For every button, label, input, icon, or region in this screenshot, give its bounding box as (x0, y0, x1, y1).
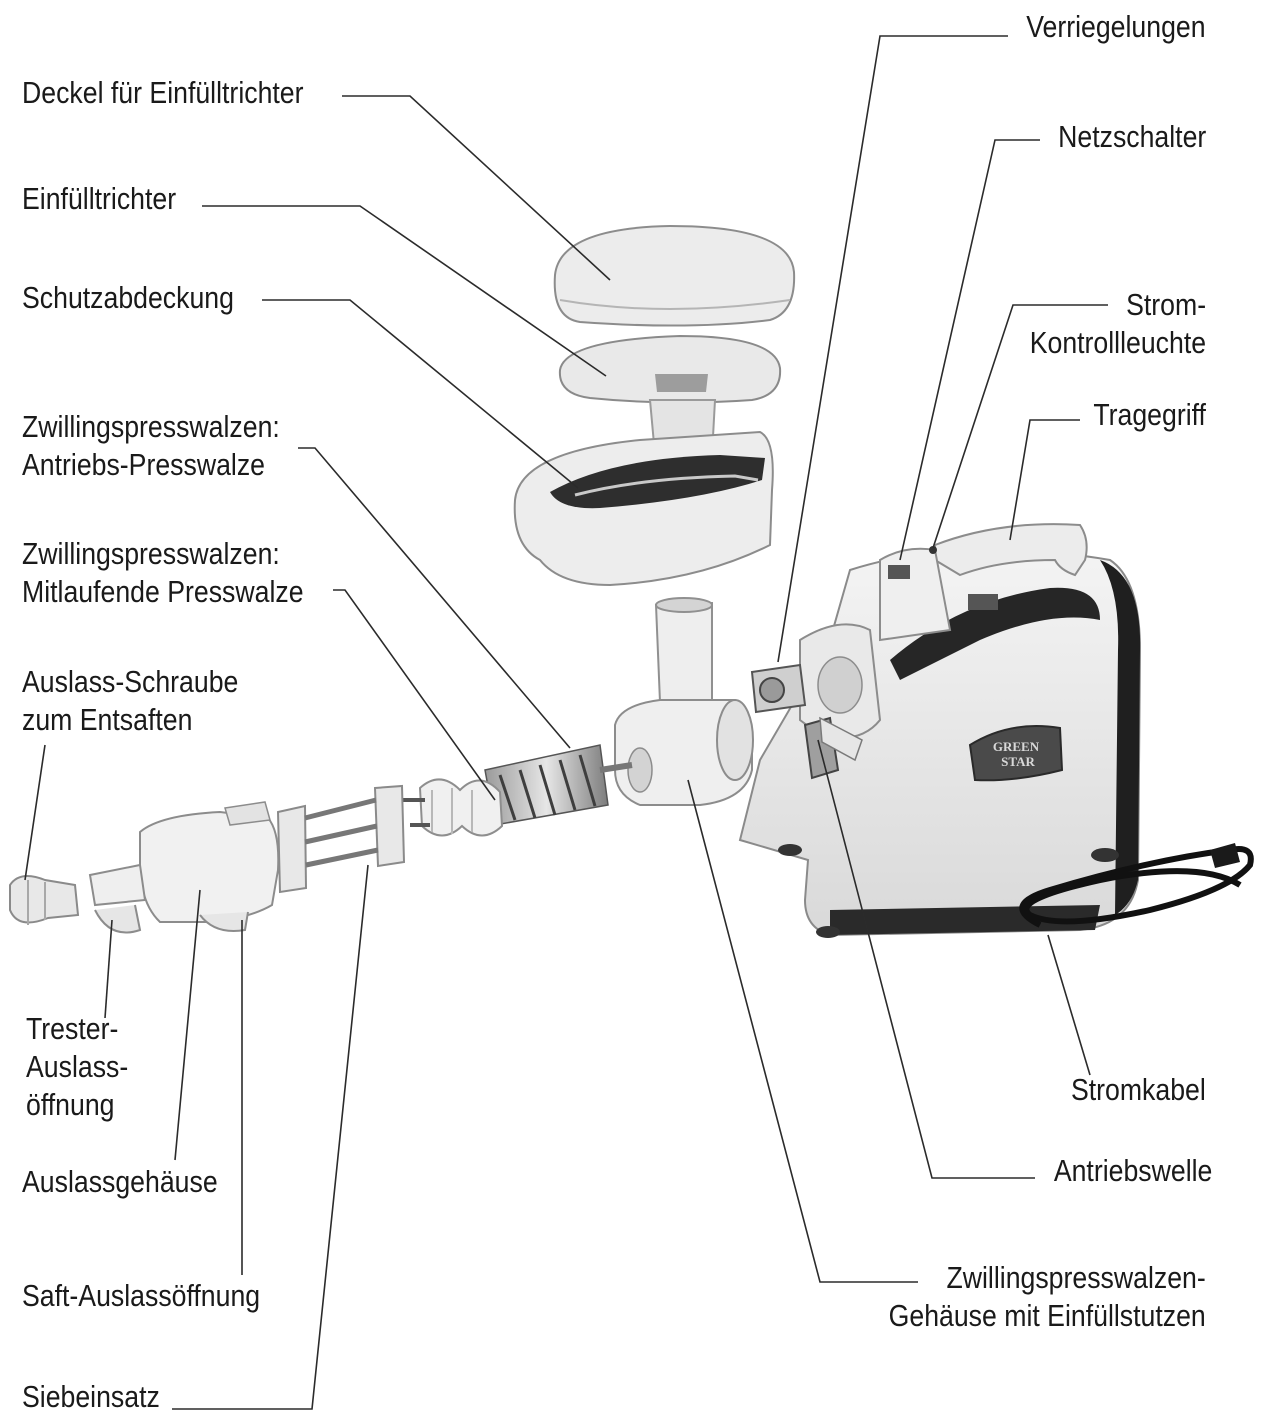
label-line: Einfülltrichter (22, 180, 176, 218)
label-line: Stromkabel (1071, 1071, 1206, 1109)
label-line: Siebeinsatz (22, 1378, 160, 1416)
label-hopper-lid: Deckel für Einfülltrichter (22, 74, 304, 112)
label-line: öffnung (26, 1086, 128, 1124)
label-juice-outlet: Saft-Auslassöffnung (22, 1277, 260, 1315)
hopper-lid (555, 226, 794, 326)
leader-einfuelltrichter (202, 206, 606, 376)
label-line: Antriebswelle (1053, 1152, 1212, 1190)
logo-line-2: STAR (1001, 754, 1035, 769)
label-line: Netzschalter (1058, 118, 1206, 156)
label-pulp-outlet: Trester- Auslass- öffnung (26, 1010, 128, 1124)
logo-line-1: GREEN (993, 739, 1040, 754)
label-line: Strom- (1030, 286, 1206, 324)
label-handle: Tragegriff (1093, 396, 1206, 434)
leader-mitlaufende-presswalze (333, 590, 495, 800)
label-line: Mitlaufende Presswalze (22, 573, 304, 611)
leader-netzschalter (900, 140, 1040, 560)
label-line: Zwillingspresswalzen- (889, 1259, 1206, 1297)
label-screen-set: Siebeinsatz (22, 1378, 160, 1416)
label-hopper: Einfülltrichter (22, 180, 176, 218)
label-line: Auslassgehäuse (22, 1163, 218, 1201)
label-adjustment-screw: Auslass-Schraube zum Entsaften (22, 663, 238, 739)
label-line: Verriegelungen (1027, 8, 1206, 46)
label-gear-housing: Zwillingspresswalzen- Gehäuse mit Einfül… (889, 1259, 1206, 1335)
label-line: Deckel für Einfülltrichter (22, 74, 304, 112)
label-drive-shaft: Antriebswelle (1053, 1152, 1212, 1190)
leader-tragegriff (1010, 420, 1080, 540)
leader-stromkabel (1048, 935, 1090, 1075)
leader-siebeinsatz (172, 865, 368, 1409)
screen-set (278, 786, 404, 892)
feed-chute (656, 598, 712, 702)
label-power-indicator: Strom- Kontrollleuchte (1030, 286, 1206, 362)
label-line: Gehäuse mit Einfüllstutzen (889, 1297, 1206, 1335)
label-line: Antriebs-Presswalze (22, 446, 280, 484)
adjustment-screw (10, 876, 78, 925)
leader-auslassgehaeuse (175, 890, 200, 1160)
label-locks: Verriegelungen (1027, 8, 1206, 46)
label-line: Saft-Auslassöffnung (22, 1277, 260, 1315)
label-line: Schutzabdeckung (22, 279, 234, 317)
leader-trester (105, 920, 112, 1018)
label-line: Kontrollleuchte (1030, 324, 1206, 362)
label-power-switch: Netzschalter (1058, 118, 1206, 156)
label-safety-cover: Schutzabdeckung (22, 279, 234, 317)
label-line: Trester- (26, 1010, 128, 1048)
twin-gear-housing (615, 700, 753, 805)
label-line: Zwillingspresswalzen: (22, 535, 304, 573)
label-drive-gear: Zwillingspresswalzen: Antriebs-Presswalz… (22, 408, 280, 484)
label-line: zum Entsaften (22, 701, 238, 739)
label-line: Tragegriff (1093, 396, 1206, 434)
label-line: Auslass-Schraube (22, 663, 238, 701)
drive-gear (485, 745, 632, 825)
leader-schutzabdeckung (262, 300, 578, 488)
label-line: Auslass- (26, 1048, 128, 1086)
label-outlet-housing: Auslassgehäuse (22, 1163, 218, 1201)
label-follower-gear: Zwillingspresswalzen: Mitlaufende Pressw… (22, 535, 304, 611)
safety-cover (515, 432, 773, 585)
label-power-cord: Stromkabel (1071, 1071, 1206, 1109)
leader-auslass-schraube (25, 745, 45, 880)
outlet-housing (90, 802, 278, 933)
label-line: Zwillingspresswalzen: (22, 408, 280, 446)
